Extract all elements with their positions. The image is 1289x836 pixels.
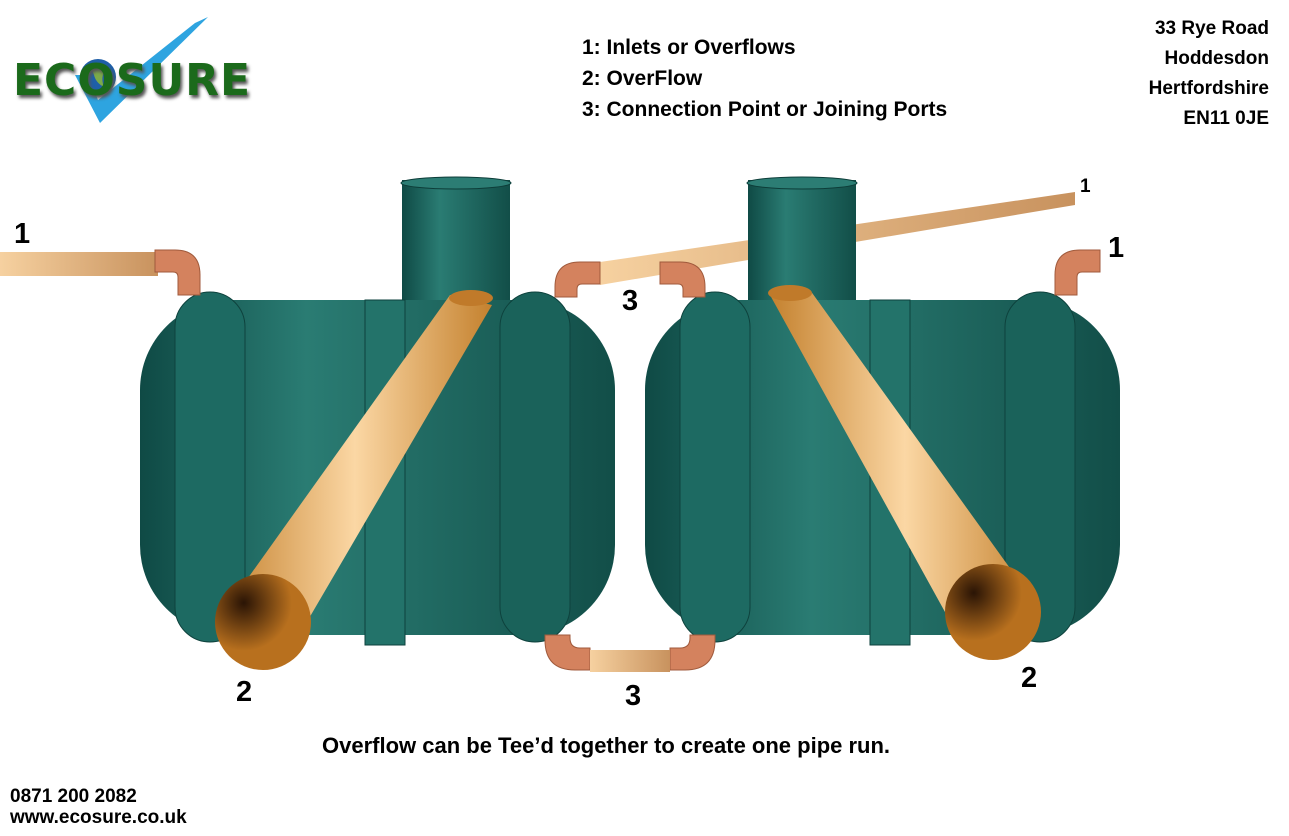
marker-3-bottom: 3 (625, 680, 642, 712)
overflow-pipe-left (218, 295, 492, 620)
legend-item-2: 2: OverFlow (582, 67, 703, 90)
marker-1-right: 1 (1108, 232, 1125, 264)
overflow-outlet-left (215, 574, 311, 670)
phone-number: 0871 200 2082 (10, 786, 137, 807)
marker-3-top: 3 (622, 285, 639, 317)
pipe-elbows (154, 249, 1101, 671)
marker-1-top: 1 (1080, 176, 1091, 197)
legend: 1: Inlets or Overflows 2: OverFlow 3: Co… (582, 32, 947, 125)
legend-item-1: 1: Inlets or Overflows (582, 36, 796, 59)
marker-2-left: 2 (236, 676, 253, 708)
connection-pipe-bottom (590, 650, 670, 672)
marker-1-left: 1 (14, 218, 31, 250)
legend-item-3: 3: Connection Point or Joining Ports (582, 98, 948, 121)
address: 33 Rye Road Hoddesdon Hertfordshire EN11… (1149, 14, 1269, 134)
overflow-pipe-right (770, 290, 1040, 612)
address-line: EN11 0JE (1183, 108, 1269, 129)
caption: Overflow can be Tee’d together to create… (322, 733, 891, 758)
address-line: 33 Rye Road (1154, 18, 1269, 39)
overflow-outlet-right (945, 564, 1041, 660)
inlet-pipe-left (0, 252, 158, 276)
address-line: Hertfordshire (1148, 78, 1269, 99)
ecosure-logo: ECOSURE (10, 15, 260, 125)
contact: 0871 200 2082 www.ecosure.co.uk (10, 786, 187, 828)
marker-2-right: 2 (1021, 662, 1038, 694)
website-link[interactable]: www.ecosure.co.uk (10, 807, 187, 828)
address-line: Hoddesdon (1164, 48, 1270, 69)
logo-text: ECOSURE (13, 55, 252, 106)
checkmark-icon (75, 17, 208, 123)
